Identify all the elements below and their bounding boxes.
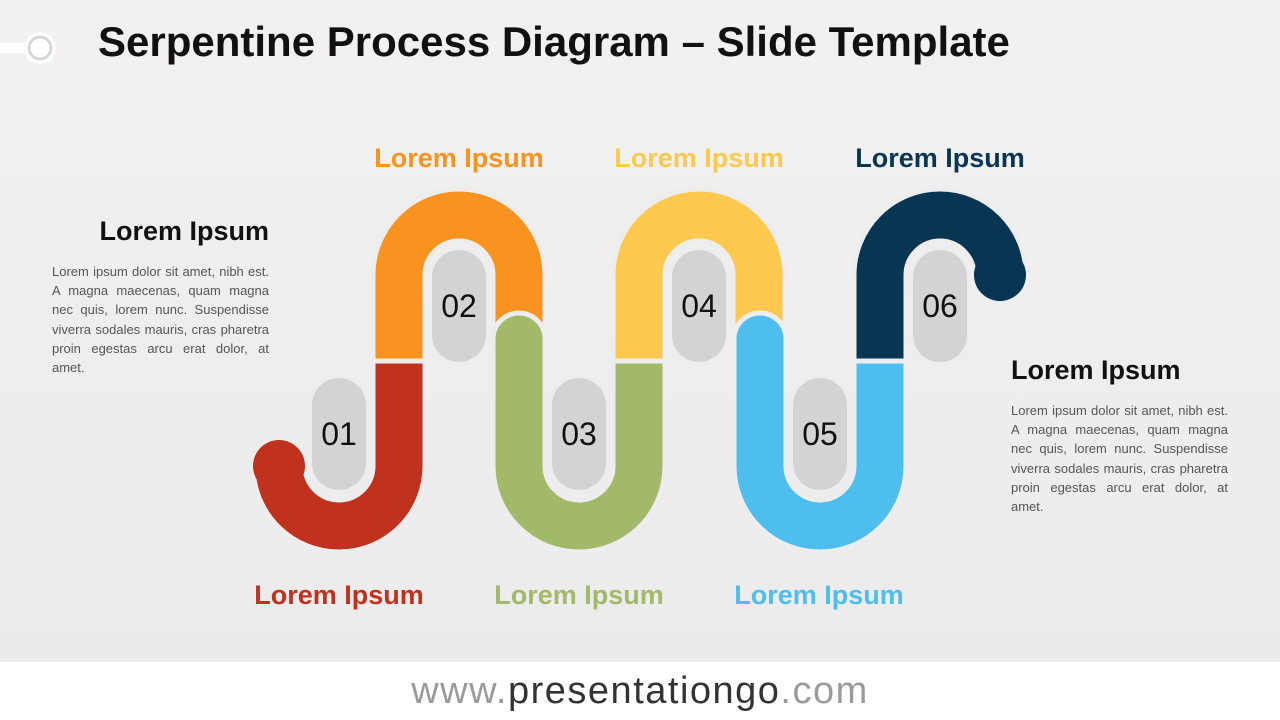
step-5-number: 05 [802, 416, 838, 452]
footer: www.presentationgo.com [0, 662, 1280, 720]
step-1-segment [250, 358, 428, 555]
right-panel-body: Lorem ipsum dolor sit amet, nibh est. A … [1011, 403, 1228, 515]
step-4-number: 04 [681, 288, 717, 324]
step-3-number: 03 [561, 416, 597, 452]
footer-url-suffix: .com [780, 670, 869, 712]
step-6-segment [851, 186, 1029, 364]
footer-url[interactable]: www.presentationgo.com [0, 670, 1280, 713]
step-4-number-pill [672, 250, 726, 362]
step-3-number-pill [552, 378, 606, 490]
step-3-label: Lorem Ipsum [494, 580, 664, 610]
step-5-number-pill [793, 378, 847, 490]
step-6-number-pill [913, 250, 967, 362]
step-6-end-cap [974, 249, 1026, 301]
step-2-number-pill [432, 250, 486, 362]
left-panel-body: Lorem ipsum dolor sit amet, nibh est. A … [52, 264, 269, 376]
step-1-number-pill [312, 378, 366, 490]
footer-url-prefix: www. [411, 670, 508, 712]
step-5-label: Lorem Ipsum [734, 580, 904, 610]
step-4-label: Lorem Ipsum [614, 143, 784, 173]
serpentine-diagram: 01 02 03 04 05 06 [250, 186, 1029, 555]
step-6-label: Lorem Ipsum [855, 143, 1025, 173]
step-1-end-cap [253, 440, 305, 492]
step-1-label: Lorem Ipsum [254, 580, 424, 610]
right-panel-heading: Lorem Ipsum [1011, 355, 1181, 385]
presentationgo-logo-icon [0, 32, 56, 64]
footer-url-domain: presentationgo [508, 670, 781, 712]
step-1-number: 01 [321, 416, 357, 452]
left-panel-heading: Lorem Ipsum [99, 216, 269, 246]
step-2-number: 02 [441, 288, 477, 324]
step-6-number: 06 [922, 288, 958, 324]
step-2-label: Lorem Ipsum [374, 143, 544, 173]
slide-title: Serpentine Process Diagram – Slide Templ… [98, 18, 1010, 65]
